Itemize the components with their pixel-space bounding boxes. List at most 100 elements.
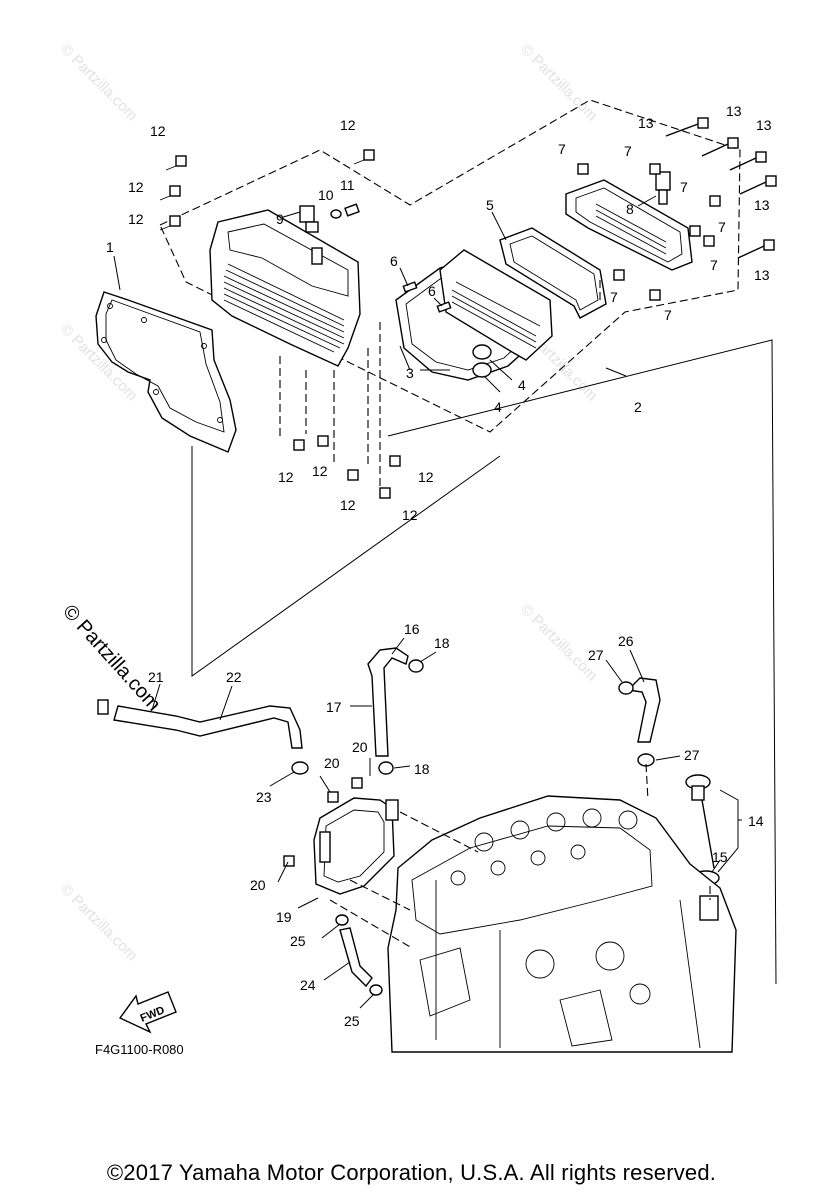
part-14-dipstick bbox=[685, 774, 715, 869]
callout-12: 12 bbox=[402, 507, 418, 523]
callout-13: 13 bbox=[754, 197, 770, 213]
bolt-13 bbox=[665, 117, 709, 137]
callout-7: 7 bbox=[664, 307, 672, 323]
part-6-pins bbox=[402, 281, 452, 313]
callout-7: 7 bbox=[558, 141, 566, 157]
callout-25: 25 bbox=[344, 1013, 360, 1029]
fwd-arrow-icon: FWD bbox=[118, 991, 177, 1034]
callout-20: 20 bbox=[352, 739, 368, 755]
callout-7: 7 bbox=[718, 219, 726, 235]
bolt-7 bbox=[709, 195, 721, 207]
callout-7: 7 bbox=[624, 143, 632, 159]
right-cover bbox=[565, 179, 693, 271]
part-17-hose bbox=[367, 647, 409, 757]
bolt-7 bbox=[649, 289, 661, 301]
callout-13: 13 bbox=[638, 115, 654, 131]
copyright-notice: ©2017 Yamaha Motor Corporation, U.S.A. A… bbox=[106, 1160, 717, 1185]
callout-17: 17 bbox=[326, 699, 342, 715]
callout-7: 7 bbox=[710, 257, 718, 273]
callout-13: 13 bbox=[756, 117, 772, 133]
callout-12: 12 bbox=[418, 469, 434, 485]
part-19-separator bbox=[313, 797, 399, 895]
bolt-13 bbox=[701, 137, 739, 157]
part-23-clamp bbox=[291, 761, 309, 775]
part-8-plug bbox=[655, 171, 671, 205]
bolt-7 bbox=[613, 269, 625, 281]
callout-9: 9 bbox=[276, 211, 284, 227]
callout-20: 20 bbox=[250, 877, 266, 893]
dashed-guides-bottom bbox=[329, 763, 711, 949]
bolt-13 bbox=[729, 151, 767, 171]
callout-7: 7 bbox=[610, 289, 618, 305]
callout-12: 12 bbox=[128, 179, 144, 195]
bolt-12 bbox=[353, 149, 375, 165]
leader-lines-top bbox=[113, 195, 657, 393]
callout-7: 7 bbox=[680, 179, 688, 195]
bolt-7 bbox=[649, 163, 661, 175]
bolt-13 bbox=[737, 239, 775, 259]
part-24-hose bbox=[339, 927, 373, 988]
callout-12: 12 bbox=[312, 463, 328, 479]
part-5-seal bbox=[499, 227, 607, 319]
part-1-gasket bbox=[95, 291, 237, 453]
bolt-12 bbox=[389, 455, 401, 467]
callout-4: 4 bbox=[518, 377, 526, 393]
part-4-o-rings bbox=[472, 344, 492, 378]
callout-12: 12 bbox=[340, 497, 356, 513]
bolt-7 bbox=[577, 163, 589, 175]
bolt-13 bbox=[739, 175, 777, 195]
part-22-hose bbox=[97, 699, 303, 749]
engine-block bbox=[387, 795, 737, 1053]
dashed-guides bbox=[279, 280, 601, 486]
part-11-bolt bbox=[344, 203, 360, 217]
callout-8: 8 bbox=[626, 201, 634, 217]
callout-1: 1 bbox=[106, 239, 114, 255]
watermark-text: © Partzilla.com bbox=[517, 601, 600, 684]
bolt-12 bbox=[317, 435, 329, 447]
watermark-text: © Partzilla.com bbox=[57, 881, 140, 964]
bolt-12 bbox=[379, 487, 391, 499]
callout-labels: 1 2 3 4 4 5 6 6 7 7 7 7 7 7 7 8 9 10 11 … bbox=[106, 103, 772, 1029]
callout-23: 23 bbox=[256, 789, 272, 805]
callout-5: 5 bbox=[486, 197, 494, 213]
leader-lines-bottom bbox=[151, 637, 742, 1009]
assembly-2-bracket bbox=[191, 339, 777, 985]
watermark-text: © Partzilla.com bbox=[517, 41, 600, 124]
part-10-washer bbox=[330, 209, 342, 219]
part-18-clamp bbox=[378, 659, 424, 775]
callout-4: 4 bbox=[494, 399, 502, 415]
callout-20: 20 bbox=[324, 755, 340, 771]
part-26-hose bbox=[626, 677, 661, 743]
watermark-text-large: © Partzilla.com bbox=[58, 601, 165, 716]
bolt-7 bbox=[689, 225, 701, 237]
bolt-12 bbox=[347, 469, 359, 481]
bolts bbox=[159, 117, 777, 499]
bolt-12 bbox=[159, 185, 181, 201]
callout-12: 12 bbox=[150, 123, 166, 139]
callout-18: 18 bbox=[434, 635, 450, 651]
callout-12: 12 bbox=[340, 117, 356, 133]
bolt-12 bbox=[293, 439, 305, 451]
callout-25: 25 bbox=[290, 933, 306, 949]
callout-26: 26 bbox=[618, 633, 634, 649]
callout-27: 27 bbox=[684, 747, 700, 763]
callout-14: 14 bbox=[748, 813, 764, 829]
callout-16: 16 bbox=[404, 621, 420, 637]
part-25-clamp bbox=[335, 914, 383, 996]
callout-21: 21 bbox=[148, 669, 164, 685]
callout-3: 3 bbox=[406, 365, 414, 381]
callout-6: 6 bbox=[390, 253, 398, 269]
cooler-cover bbox=[209, 209, 361, 367]
callout-6: 6 bbox=[428, 283, 436, 299]
callout-12: 12 bbox=[128, 211, 144, 227]
callout-19: 19 bbox=[276, 909, 292, 925]
callout-10: 10 bbox=[318, 187, 334, 203]
callout-11: 11 bbox=[340, 177, 355, 193]
bolt-7 bbox=[703, 235, 715, 247]
part-9-union bbox=[299, 205, 319, 233]
callout-12: 12 bbox=[278, 469, 294, 485]
callout-2: 2 bbox=[634, 399, 642, 415]
callout-15: 15 bbox=[712, 849, 728, 865]
bolt-12 bbox=[159, 215, 181, 231]
callout-18: 18 bbox=[414, 761, 430, 777]
